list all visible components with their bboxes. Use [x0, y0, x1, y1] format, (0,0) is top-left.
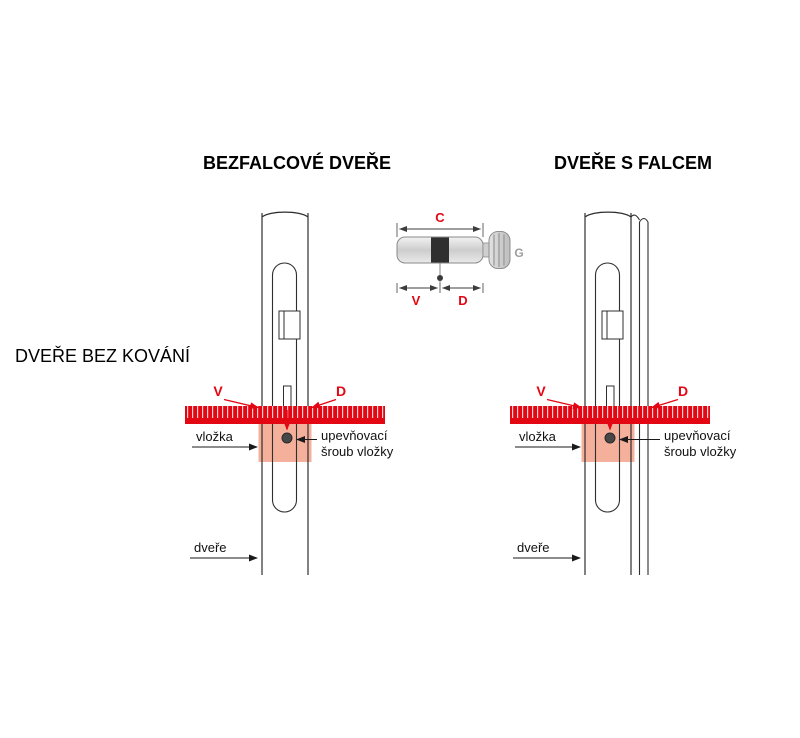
left-door-diagram: V D vložka upevňovací šroub vložky dveře	[185, 211, 394, 575]
faceplate	[271, 262, 298, 513]
screw-label-line2: šroub vložky	[321, 444, 394, 459]
screw-label-line1: upevňovací	[321, 428, 388, 443]
left-column-title: BEZFALCOVÉ DVEŘE	[203, 152, 391, 173]
dim-v-label: V	[213, 383, 223, 399]
side-heading: DVEŘE BEZ KOVÁNÍ	[15, 346, 190, 366]
cylinder-diagram: C V D G	[396, 210, 524, 308]
d-arrow	[651, 398, 679, 409]
v-arrow	[546, 398, 582, 410]
c-extension-lines	[396, 223, 484, 237]
fixing-screw	[281, 432, 293, 444]
door-edge-lines	[584, 211, 632, 575]
dim-d-label: D	[458, 293, 467, 308]
dim-v-label: V	[536, 383, 546, 399]
latch	[278, 310, 301, 340]
door-edge-lines	[261, 211, 309, 575]
latch	[601, 310, 624, 340]
vlozka-label: vložka	[196, 429, 234, 444]
knob-label: G	[514, 246, 523, 260]
right-column-title: DVEŘE S FALCEM	[554, 152, 712, 173]
right-door-diagram: V D vložka upevňovací šroub vložky dveře	[510, 211, 737, 575]
fixing-screw	[604, 432, 616, 444]
measuring-ruler	[185, 406, 385, 424]
screw-hole	[437, 275, 443, 281]
falc-lines	[630, 214, 649, 575]
dim-c-label: C	[435, 210, 445, 225]
dim-v-label: V	[412, 293, 421, 308]
d-arrow	[311, 398, 337, 409]
knob-ridges	[493, 233, 505, 267]
dim-d-label: D	[336, 383, 346, 399]
dim-d-label: D	[678, 383, 688, 399]
knob-neck	[482, 242, 490, 258]
cylinder-cam	[431, 237, 449, 263]
v-arrow	[223, 398, 259, 410]
screw-label-line1: upevňovací	[664, 428, 731, 443]
dvere-label: dveře	[517, 540, 550, 555]
vlozka-label: vložka	[519, 429, 557, 444]
faceplate	[594, 262, 621, 513]
dvere-label: dveře	[194, 540, 227, 555]
vd-extension-lines	[396, 283, 484, 293]
screw-label-line2: šroub vložky	[664, 444, 737, 459]
